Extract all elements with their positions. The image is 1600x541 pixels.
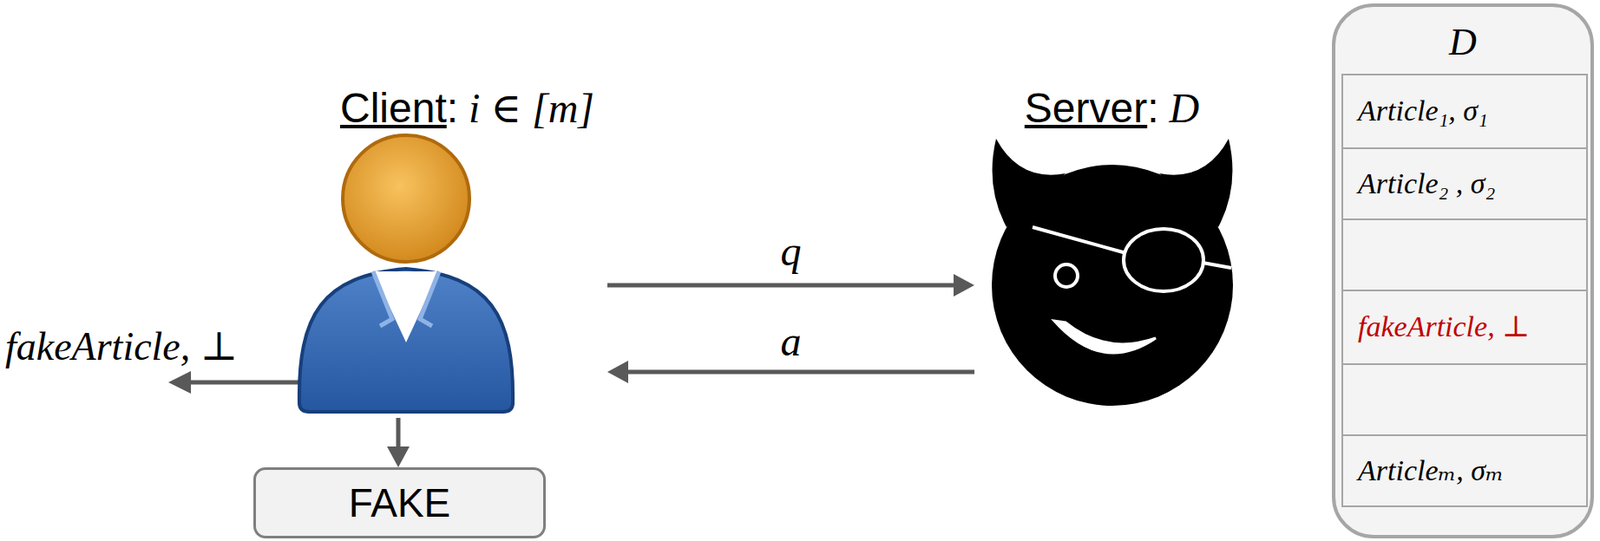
devil-face [991, 164, 1233, 407]
verdict-label: FAKE [348, 481, 452, 526]
table-row: Article₁, σ₁ [1342, 74, 1587, 148]
arrow-head [607, 360, 629, 384]
client-actor: Client: i ∈ [m] [290, 82, 608, 419]
message-label: q [780, 229, 802, 276]
person-head [342, 135, 470, 263]
arrow-line [628, 370, 975, 375]
database-box: D Article₁, σ₁ Article₂ , σ₂ fakeArticle, ⊥… [1331, 3, 1594, 539]
arrow-line [396, 418, 401, 447]
arrow-line [607, 283, 954, 289]
table-rule [1342, 363, 1587, 366]
server-actor: Server: D [974, 82, 1250, 419]
eyepatch [1123, 229, 1204, 292]
output-arrow [187, 380, 307, 386]
person-body [299, 268, 513, 413]
message-label: a [780, 319, 802, 366]
arrow-head [953, 274, 975, 297]
row-entry: fakeArticle, ⊥ [1357, 309, 1530, 346]
table-row: Articleₘ, σₘ [1342, 435, 1587, 507]
table-grid [1342, 74, 1587, 507]
arrow-head [168, 371, 191, 394]
actor-role: Client [340, 85, 447, 132]
separator: : [1147, 85, 1159, 132]
devil-mouth [1054, 321, 1156, 354]
table-rule [1342, 434, 1587, 437]
actor-label: Server: D [974, 82, 1250, 132]
table-row: Article₂ , σ₂ [1342, 148, 1587, 220]
verdict-box: FAKE [253, 467, 546, 539]
actor-label: Client: i ∈ [m] [290, 82, 608, 132]
row-entry: Articleₘ, σₘ [1357, 453, 1504, 490]
actor-param: D [1159, 85, 1200, 132]
database-title: D [1335, 6, 1591, 66]
table-rule [1342, 289, 1587, 292]
row-entry: Article₁, σ₁ [1357, 93, 1489, 130]
table-rule [1342, 147, 1587, 150]
actor-param: i ∈ [m] [458, 85, 595, 132]
output-label: fakeArticle, ⊥ [5, 325, 238, 370]
message-arrow [607, 274, 975, 297]
person-collar [373, 271, 440, 343]
row-entry: Article₂ , σ₂ [1357, 166, 1496, 203]
arrow-head [386, 446, 410, 468]
devil-eye [1055, 264, 1078, 288]
database-fill [1333, 5, 1593, 538]
table-rule [1342, 218, 1587, 221]
actor-role: Server [1024, 85, 1148, 132]
person-lapel [373, 271, 440, 327]
message-arrow [386, 418, 410, 468]
table-row: fakeArticle, ⊥ [1342, 290, 1587, 365]
separator: : [446, 85, 459, 132]
